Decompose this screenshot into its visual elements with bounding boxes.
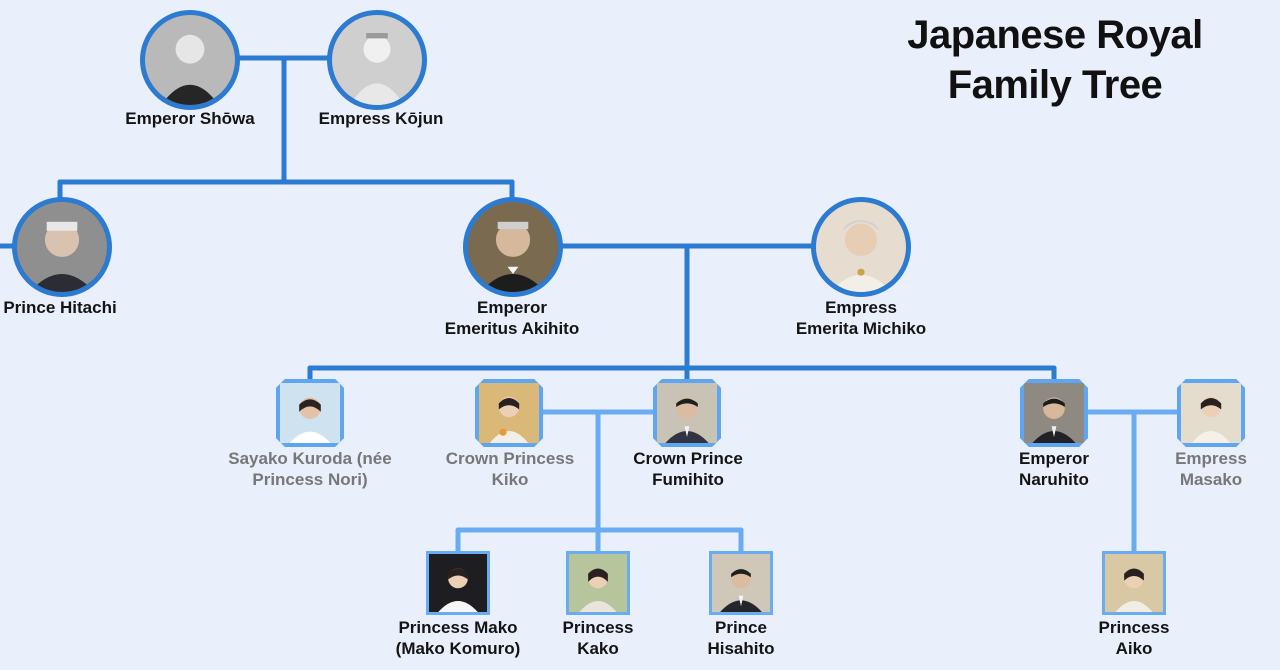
name-empress-emerita-michiko: Empress Emerita Michiko — [795, 298, 927, 338]
photo-empress-masako — [1177, 379, 1245, 447]
name-emperor-showa: Emperor Shōwa — [125, 109, 255, 128]
name-crown-princess-kiko: Crown Princess Kiko — [445, 449, 575, 489]
photo-sayako-kuroda — [276, 379, 344, 447]
photo-empress-emerita-michiko — [811, 197, 911, 297]
photo-crown-prince-fumihito — [653, 379, 721, 447]
photo-emperor-showa — [140, 10, 240, 110]
title-line-1: Japanese Royal — [907, 13, 1203, 57]
name-empress-kojun: Empress Kōjun — [318, 109, 444, 128]
name-princess-mako: Princess Mako (Mako Komuro) — [395, 618, 521, 658]
name-princess-kako: Princess Kako — [562, 618, 634, 658]
name-crown-prince-fumihito: Crown Prince Fumihito — [633, 449, 743, 489]
name-sayako-kuroda: Sayako Kuroda (née Princess Nori) — [228, 449, 392, 489]
photo-crown-princess-kiko — [475, 379, 543, 447]
photo-empress-kojun — [327, 10, 427, 110]
name-prince-hisahito: Prince Hisahito — [707, 618, 775, 658]
photo-prince-hitachi — [12, 197, 112, 297]
photo-princess-mako — [426, 551, 490, 615]
title-line-2: Family Tree — [947, 63, 1163, 107]
photo-prince-hisahito — [709, 551, 773, 615]
diagram-title: Japanese Royal Family Tree — [850, 10, 1260, 110]
photo-princess-kako — [566, 551, 630, 615]
photo-emperor-naruhito — [1020, 379, 1088, 447]
name-empress-masako: Empress Masako — [1175, 449, 1247, 489]
name-prince-hitachi: Prince Hitachi — [3, 298, 117, 317]
photo-emperor-emeritus-akihito — [463, 197, 563, 297]
name-emperor-emeritus-akihito: Emperor Emeritus Akihito — [444, 298, 580, 338]
name-princess-aiko: Princess Aiko — [1098, 618, 1170, 658]
photo-princess-aiko — [1102, 551, 1166, 615]
name-emperor-naruhito: Emperor Naruhito — [1019, 449, 1089, 489]
